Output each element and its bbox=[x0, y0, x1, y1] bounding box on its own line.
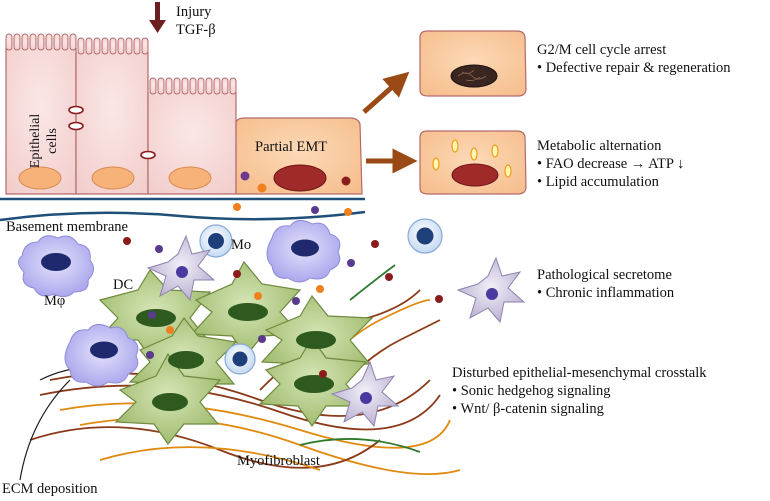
epithelial-cells bbox=[5, 33, 237, 195]
outcome-metabolic: Metabolic alternation • FAO decrease → A… bbox=[537, 137, 684, 191]
outcome-crosstalk: Disturbed epithelial-mesenchymal crossta… bbox=[452, 364, 706, 418]
arrested-cell bbox=[419, 30, 527, 97]
injury-text: Injury bbox=[176, 4, 212, 20]
injury-arrow bbox=[149, 2, 166, 33]
macrophage-label: Mφ bbox=[44, 293, 66, 309]
dendritic-cell-label: DC bbox=[113, 277, 134, 293]
outcome-secretome: Pathological secretome • Chronic inflamm… bbox=[537, 266, 674, 302]
outcome-bullet: • Wnt/ β-catenin signaling bbox=[452, 401, 604, 417]
outcome-bullet: • Sonic hedgehog signaling bbox=[452, 383, 611, 399]
metabolic-cell bbox=[419, 130, 527, 195]
monocyte-label: Mo bbox=[231, 237, 252, 253]
outcome-bullet: • Defective repair & regeneration bbox=[537, 60, 731, 76]
myofibroblast-label: Myofibroblast bbox=[237, 453, 320, 469]
basement-membrane bbox=[0, 197, 366, 222]
tgf-beta-text: TGF-β bbox=[176, 22, 216, 38]
secreted-factors bbox=[123, 203, 443, 378]
outcome-bullet: • Chronic inflammation bbox=[537, 285, 675, 301]
injury-label: Injury TGF-β bbox=[176, 3, 216, 39]
outcome-cell-cycle: G2/M cell cycle arrest • Defective repai… bbox=[537, 41, 730, 77]
partial-emt-label: Partial EMT bbox=[255, 139, 328, 155]
partial-emt-cell bbox=[235, 117, 363, 195]
epithelial-cells-label: Epithelial cells bbox=[11, 94, 71, 184]
outcome-title: Disturbed epithelial-mesenchymal crossta… bbox=[452, 365, 707, 381]
outcome-title: Metabolic alternation bbox=[537, 138, 662, 154]
basement-membrane-label: Basement membrane bbox=[6, 219, 128, 235]
epithelial-label-line1: Epithelial bbox=[28, 113, 43, 169]
ecm-deposition-label: ECM deposition bbox=[2, 481, 98, 497]
monocytes bbox=[199, 218, 443, 375]
epithelial-label-line2: cells bbox=[45, 128, 60, 154]
outcome-bullet: • FAO decrease → ATP ↓ bbox=[537, 156, 685, 172]
outcome-title: Pathological secretome bbox=[537, 267, 672, 283]
outcome-arrows bbox=[362, 71, 418, 174]
outcome-bullet: • Lipid accumulation bbox=[537, 174, 659, 190]
outcome-title: G2/M cell cycle arrest bbox=[537, 42, 667, 58]
macrophages bbox=[18, 220, 341, 387]
